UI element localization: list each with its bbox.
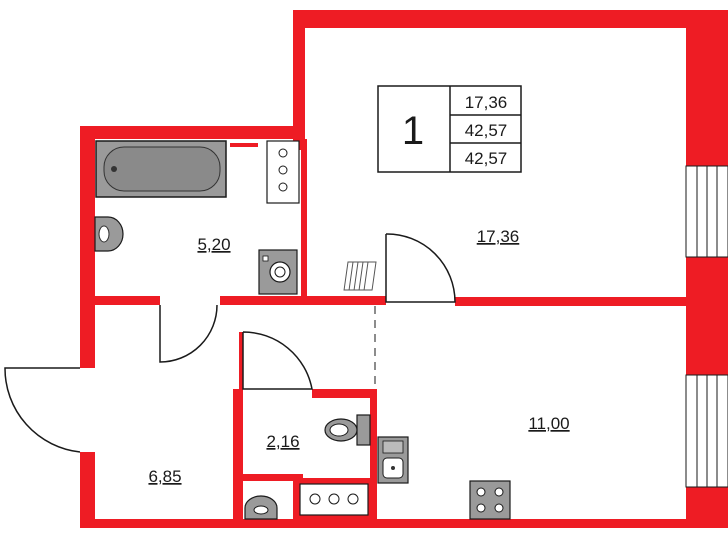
doors (4, 233, 456, 453)
wall-right-middle (686, 257, 728, 375)
wall-living-left (293, 10, 305, 150)
wall-bath-bottom-left (80, 296, 160, 305)
wall-bath-left (80, 126, 95, 301)
wc-washbasin-icon (244, 495, 278, 520)
stove-icon (469, 480, 511, 520)
wall-bath-living (301, 139, 307, 302)
window-upper (685, 165, 728, 258)
door-bathroom (159, 304, 218, 363)
wall-accent-bath (230, 143, 258, 147)
kitchen-sink-icon (377, 436, 409, 484)
bathtub-icon (95, 140, 227, 198)
window-lower (685, 374, 728, 488)
wall-bottom (80, 519, 728, 528)
legend-room-count: 1 (402, 109, 424, 153)
toilet-icon (324, 414, 371, 446)
wall-wc-top (312, 389, 377, 398)
wall-living-bottom (455, 297, 686, 306)
washbasin-icon (94, 216, 124, 252)
area-living: 17,36 (477, 227, 520, 246)
area-kitchen: 11,00 (528, 414, 569, 433)
wall-hall-left-lower (80, 452, 95, 526)
wall-accent-door (239, 332, 243, 389)
area-bathroom: 5,20 (197, 235, 230, 254)
legend-table (377, 85, 522, 173)
wall-bath-bottom-right (220, 296, 386, 305)
wall-bath-top (80, 126, 305, 139)
wall-hall-left-upper (80, 296, 95, 368)
washing-machine-icon (258, 249, 298, 295)
shelf-icon (293, 478, 373, 519)
radiator-icon (343, 261, 377, 291)
wall-wc-right (370, 389, 377, 524)
door-wc (242, 331, 313, 390)
door-entrance (4, 367, 81, 453)
wall-top (293, 10, 728, 28)
legend-value-total: 42,57 (465, 121, 508, 140)
area-hall: 6,85 (148, 467, 181, 486)
legend-value-total-2: 42,57 (465, 149, 508, 168)
cabinet-icon (266, 140, 300, 204)
legend-value-living: 17,36 (465, 93, 508, 112)
wall-right-upper (686, 10, 728, 166)
area-wc: 2,16 (266, 432, 299, 451)
wall-wc-shelf-top (243, 474, 303, 481)
wall-wc-left (233, 389, 243, 524)
door-living (385, 233, 456, 303)
walls (80, 10, 728, 528)
